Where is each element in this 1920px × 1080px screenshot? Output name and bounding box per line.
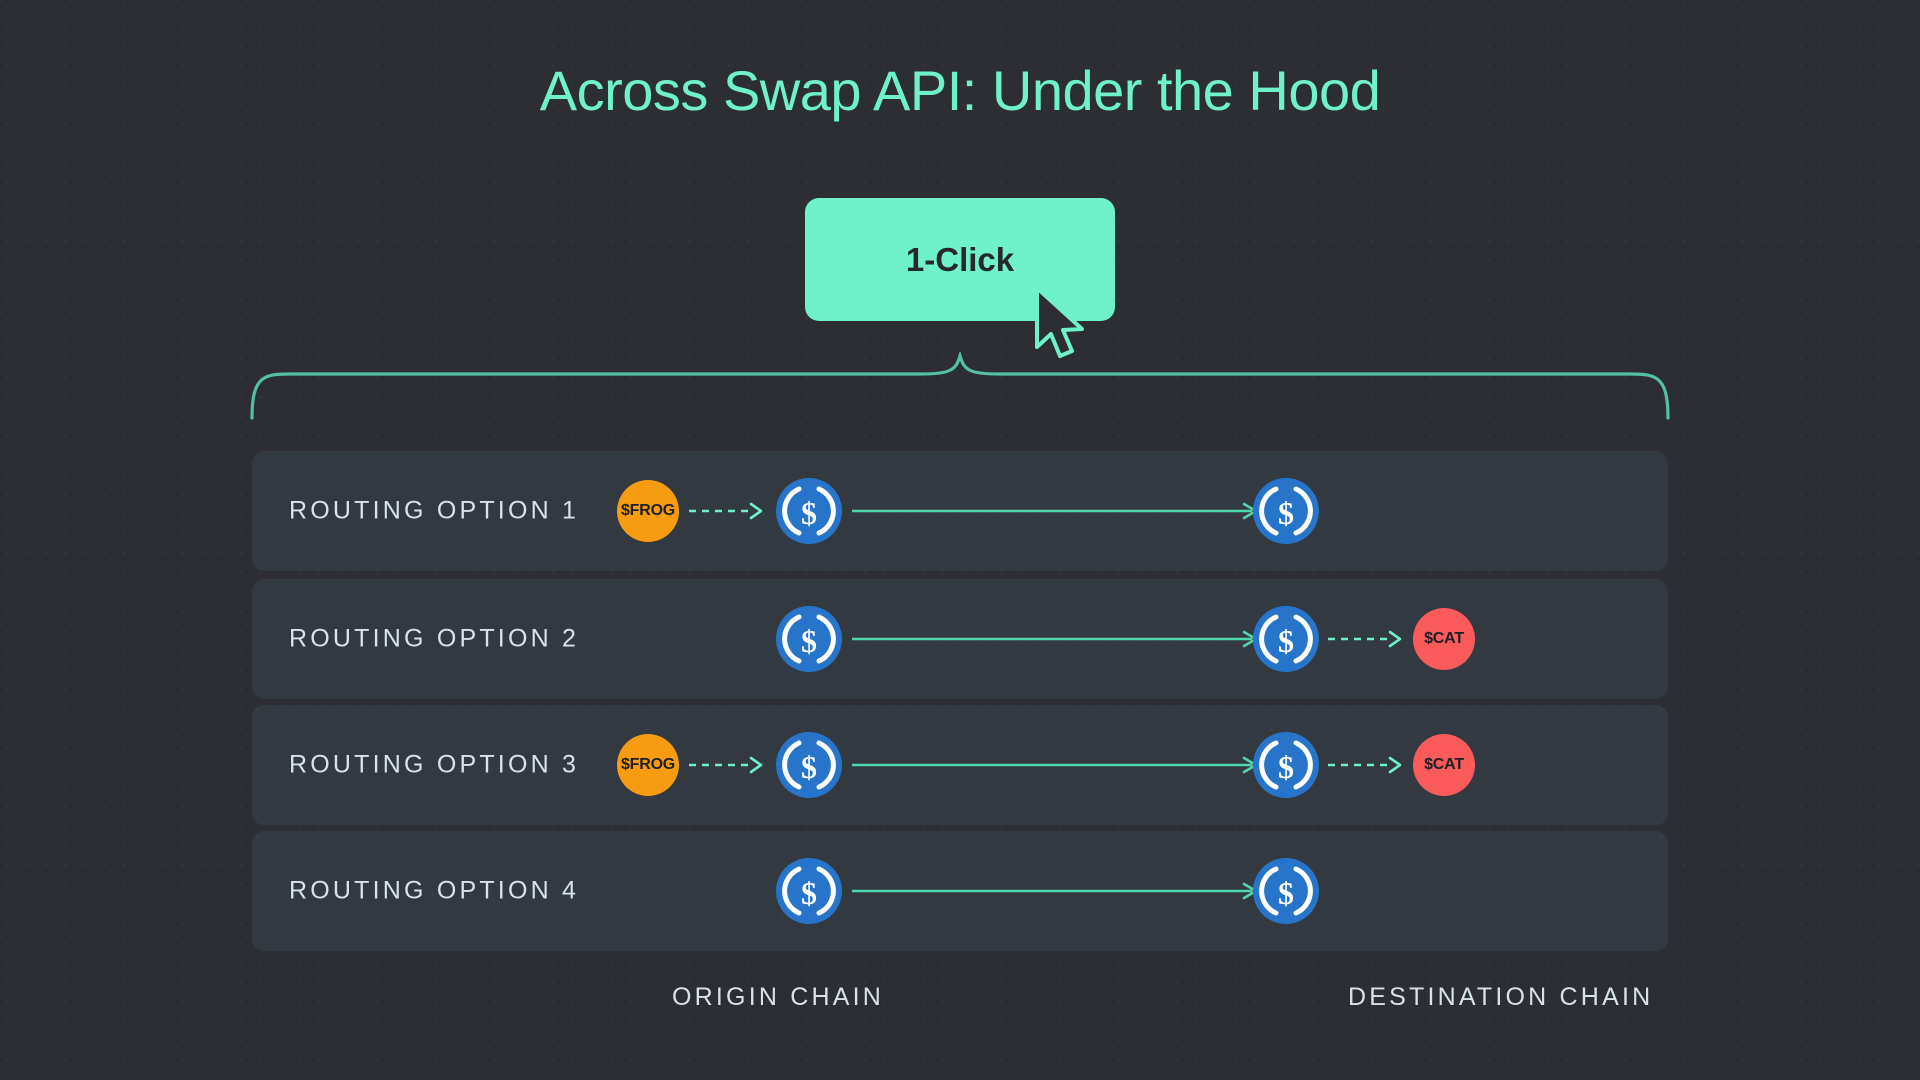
- svg-text:$: $: [1278, 623, 1294, 659]
- grouping-bracket: [250, 352, 1670, 420]
- usdc-token-origin: $: [776, 606, 842, 672]
- routing-option-row[interactable]: ROUTING OPTION 3 $FROG $ $: [252, 705, 1668, 825]
- swap-arrow-dashed: [1328, 630, 1402, 648]
- token-frog-symbol: $FROG: [620, 756, 676, 773]
- svg-text:$: $: [801, 623, 817, 659]
- page-title: Across Swap API: Under the Hood: [539, 59, 1381, 122]
- svg-text:$: $: [1278, 749, 1294, 785]
- routing-option-label: ROUTING OPTION 2: [289, 624, 580, 653]
- routing-option-row[interactable]: ROUTING OPTION 2 $ $ $CAT: [252, 579, 1668, 699]
- token-cat: $CAT: [1413, 608, 1475, 670]
- one-click-button[interactable]: 1-Click: [805, 198, 1115, 321]
- bridge-arrow: [852, 502, 1258, 520]
- bridge-arrow: [852, 630, 1258, 648]
- one-click-button-label: 1-Click: [905, 240, 1015, 278]
- usdc-token-origin: $: [776, 478, 842, 544]
- token-cat-symbol: $CAT: [1424, 630, 1464, 647]
- token-frog-symbol: $FROG: [620, 502, 676, 519]
- swap-arrow-dashed: [689, 756, 763, 774]
- usdc-token-destination: $: [1253, 732, 1319, 798]
- svg-text:$: $: [1278, 495, 1294, 531]
- token-cat: $CAT: [1413, 734, 1475, 796]
- bridge-arrow: [852, 882, 1258, 900]
- routing-option-label: ROUTING OPTION 3: [289, 750, 580, 779]
- usdc-token-origin: $: [776, 858, 842, 924]
- origin-chain-label: ORIGIN CHAIN: [672, 983, 885, 1011]
- usdc-token-destination: $: [1253, 858, 1319, 924]
- svg-text:$: $: [801, 495, 817, 531]
- token-frog: $FROG: [617, 734, 679, 796]
- usdc-token-origin: $: [776, 732, 842, 798]
- destination-chain-label: DESTINATION CHAIN: [1348, 983, 1654, 1011]
- routing-option-label: ROUTING OPTION 4: [289, 876, 580, 905]
- svg-text:$: $: [1278, 875, 1294, 911]
- usdc-token-destination: $: [1253, 478, 1319, 544]
- token-cat-symbol: $CAT: [1424, 756, 1464, 773]
- svg-text:$: $: [801, 875, 817, 911]
- swap-arrow-dashed: [689, 502, 763, 520]
- svg-text:$: $: [801, 749, 817, 785]
- routing-option-row[interactable]: ROUTING OPTION 4 $ $: [252, 831, 1668, 951]
- usdc-token-destination: $: [1253, 606, 1319, 672]
- bridge-arrow: [852, 756, 1258, 774]
- mouse-pointer-icon: [1035, 286, 1084, 358]
- routing-option-label: ROUTING OPTION 1: [289, 496, 580, 525]
- swap-arrow-dashed: [1328, 756, 1402, 774]
- routing-option-row[interactable]: ROUTING OPTION 1 $FROG $ $: [252, 451, 1668, 571]
- token-frog: $FROG: [617, 480, 679, 542]
